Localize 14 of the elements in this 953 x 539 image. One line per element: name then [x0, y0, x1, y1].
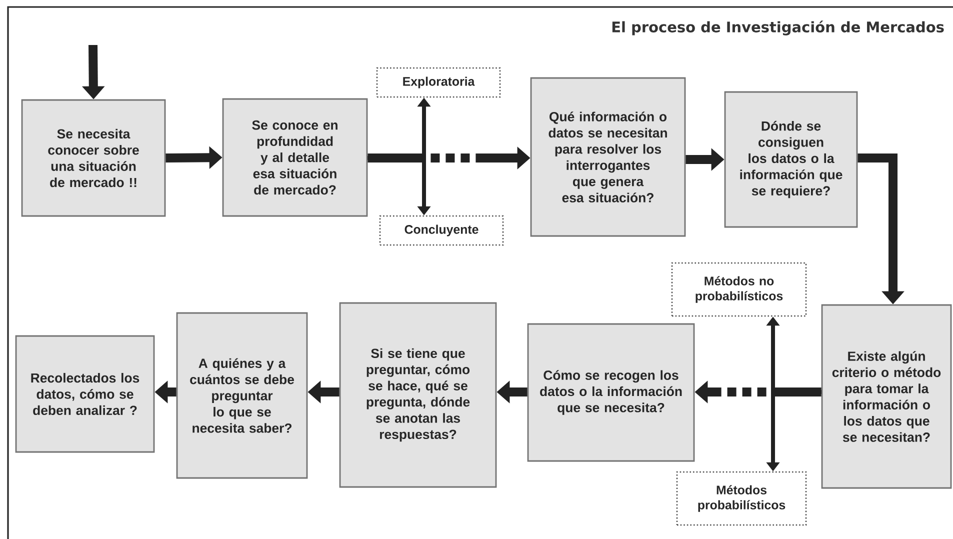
process-box: Cómo se recogen los datos o la información que se necesita? [527, 323, 695, 462]
process-box: Si se tiene que preguntar, cómo se hace, qué se pregunta, dónde se anotan las respuestas? [339, 302, 497, 488]
option-box: Concluyente [379, 215, 504, 246]
process-box: Existe algún criterio o método para tomar la información o los datos que se necesitan? [821, 304, 952, 489]
process-box: Dónde se consiguen los datos o la información que se requiere? [724, 91, 858, 228]
option-box: Métodos probabilísticos [676, 471, 807, 526]
title: El proceso de Investigación de Mercados [612, 20, 944, 36]
process-box: Recolectados los datos, cómo se deben analizar ? [15, 335, 155, 453]
process-box: Se conoce en profundidad y al detalle esa situación de mercado? [222, 98, 368, 217]
process-box: A quiénes y a cuántos se debe preguntar lo que se necesita saber? [176, 312, 308, 479]
option-box: Métodos no probabilísticos [671, 262, 807, 317]
process-box: Qué información o datos se necesitan para resolver los interrogantes que genera esa situación? [530, 77, 686, 237]
process-box: Se necesita conocer sobre una situación de mercado !! [21, 99, 166, 217]
option-box: Exploratoria [376, 67, 501, 98]
